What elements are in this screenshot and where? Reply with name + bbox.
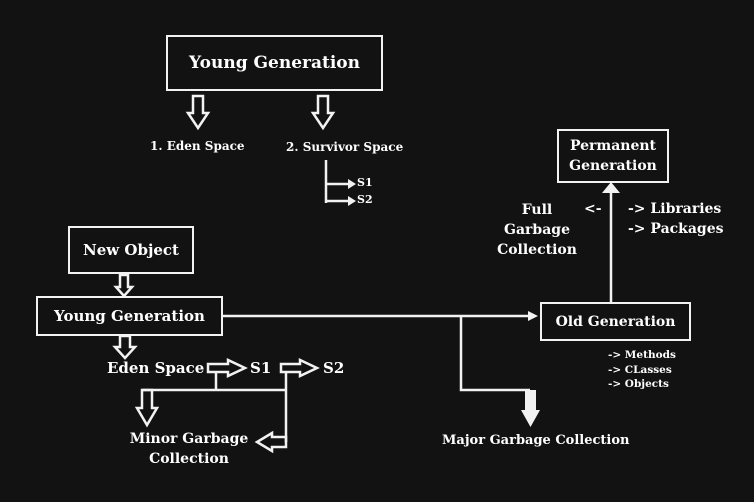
arrowhead-old-generation (528, 311, 538, 321)
arrow-young-to-eden (112, 334, 138, 360)
old-generation-items: -> Methods -> CLasses -> Objects (608, 348, 676, 392)
old-item-classes: -> CLasses (608, 363, 672, 376)
arrow-eden-to-s1 (206, 358, 248, 378)
new-object-label: New Object (83, 241, 179, 259)
full-gc-line-3: Collection (497, 242, 577, 258)
flow-young-generation-box: Young Generation (36, 296, 223, 336)
flow-s1-label: S1 (250, 359, 272, 377)
major-gc-bracket (459, 316, 530, 392)
eden-space-label: 1. Eden Space (150, 139, 245, 153)
flow-eden-space-label: Eden Space (107, 359, 205, 377)
old-generation-box: Old Generation (540, 302, 691, 341)
permanent-generation-line-2: Generation (569, 158, 657, 174)
arrow-to-eden-space (185, 94, 211, 131)
arrow-s1-to-s2 (279, 358, 320, 378)
survivor-space-label: 2. Survivor Space (286, 140, 404, 154)
arrow-to-minor-gc (134, 388, 160, 428)
full-gc-word: Full (521, 202, 553, 218)
perm-item-libraries: -> Libraries (628, 201, 722, 217)
new-object-box: New Object (68, 226, 194, 274)
survivor-s2-arrowhead (348, 196, 356, 206)
minor-gc-label: Minor Garbage Collection (129, 429, 249, 469)
full-gc-arrow: <- (584, 201, 602, 217)
full-gc-line-2: Garbage (504, 222, 570, 238)
full-gc-line-1: Full (494, 200, 580, 220)
permanent-generation-box: Permanent Generation (557, 129, 669, 183)
arrow-to-major-gc (521, 390, 540, 427)
flow-young-generation-label: Young Generation (54, 307, 205, 325)
old-generation-label: Old Generation (555, 313, 676, 330)
perm-item-packages: -> Packages (628, 221, 724, 237)
full-gc-label: Full Garbage Collection (494, 200, 580, 260)
old-item-objects: -> Objects (608, 378, 669, 390)
minor-gc-line-2: Collection (149, 451, 229, 467)
major-gc-label: Major Garbage Collection (442, 433, 630, 448)
arrow-s2-to-minor-gc (254, 430, 288, 454)
survivor-s2-label: S2 (357, 193, 373, 206)
survivor-s1-label: S1 (357, 176, 373, 189)
arrow-new-to-young (113, 273, 135, 298)
flow-s2-label: S2 (323, 359, 345, 377)
old-item-methods: -> Methods (608, 349, 676, 361)
arrow-to-survivor-space (310, 94, 336, 131)
permanent-generation-line-1: Permanent (569, 138, 657, 154)
arrowhead-permanent (602, 182, 620, 193)
survivor-s1-arrowhead (348, 179, 356, 189)
permanent-items: -> Libraries -> Packages (628, 199, 724, 239)
young-generation-title: Young Generation (188, 53, 360, 73)
young-generation-box: Young Generation (166, 35, 383, 91)
minor-gc-line-1: Minor Garbage (129, 431, 249, 447)
